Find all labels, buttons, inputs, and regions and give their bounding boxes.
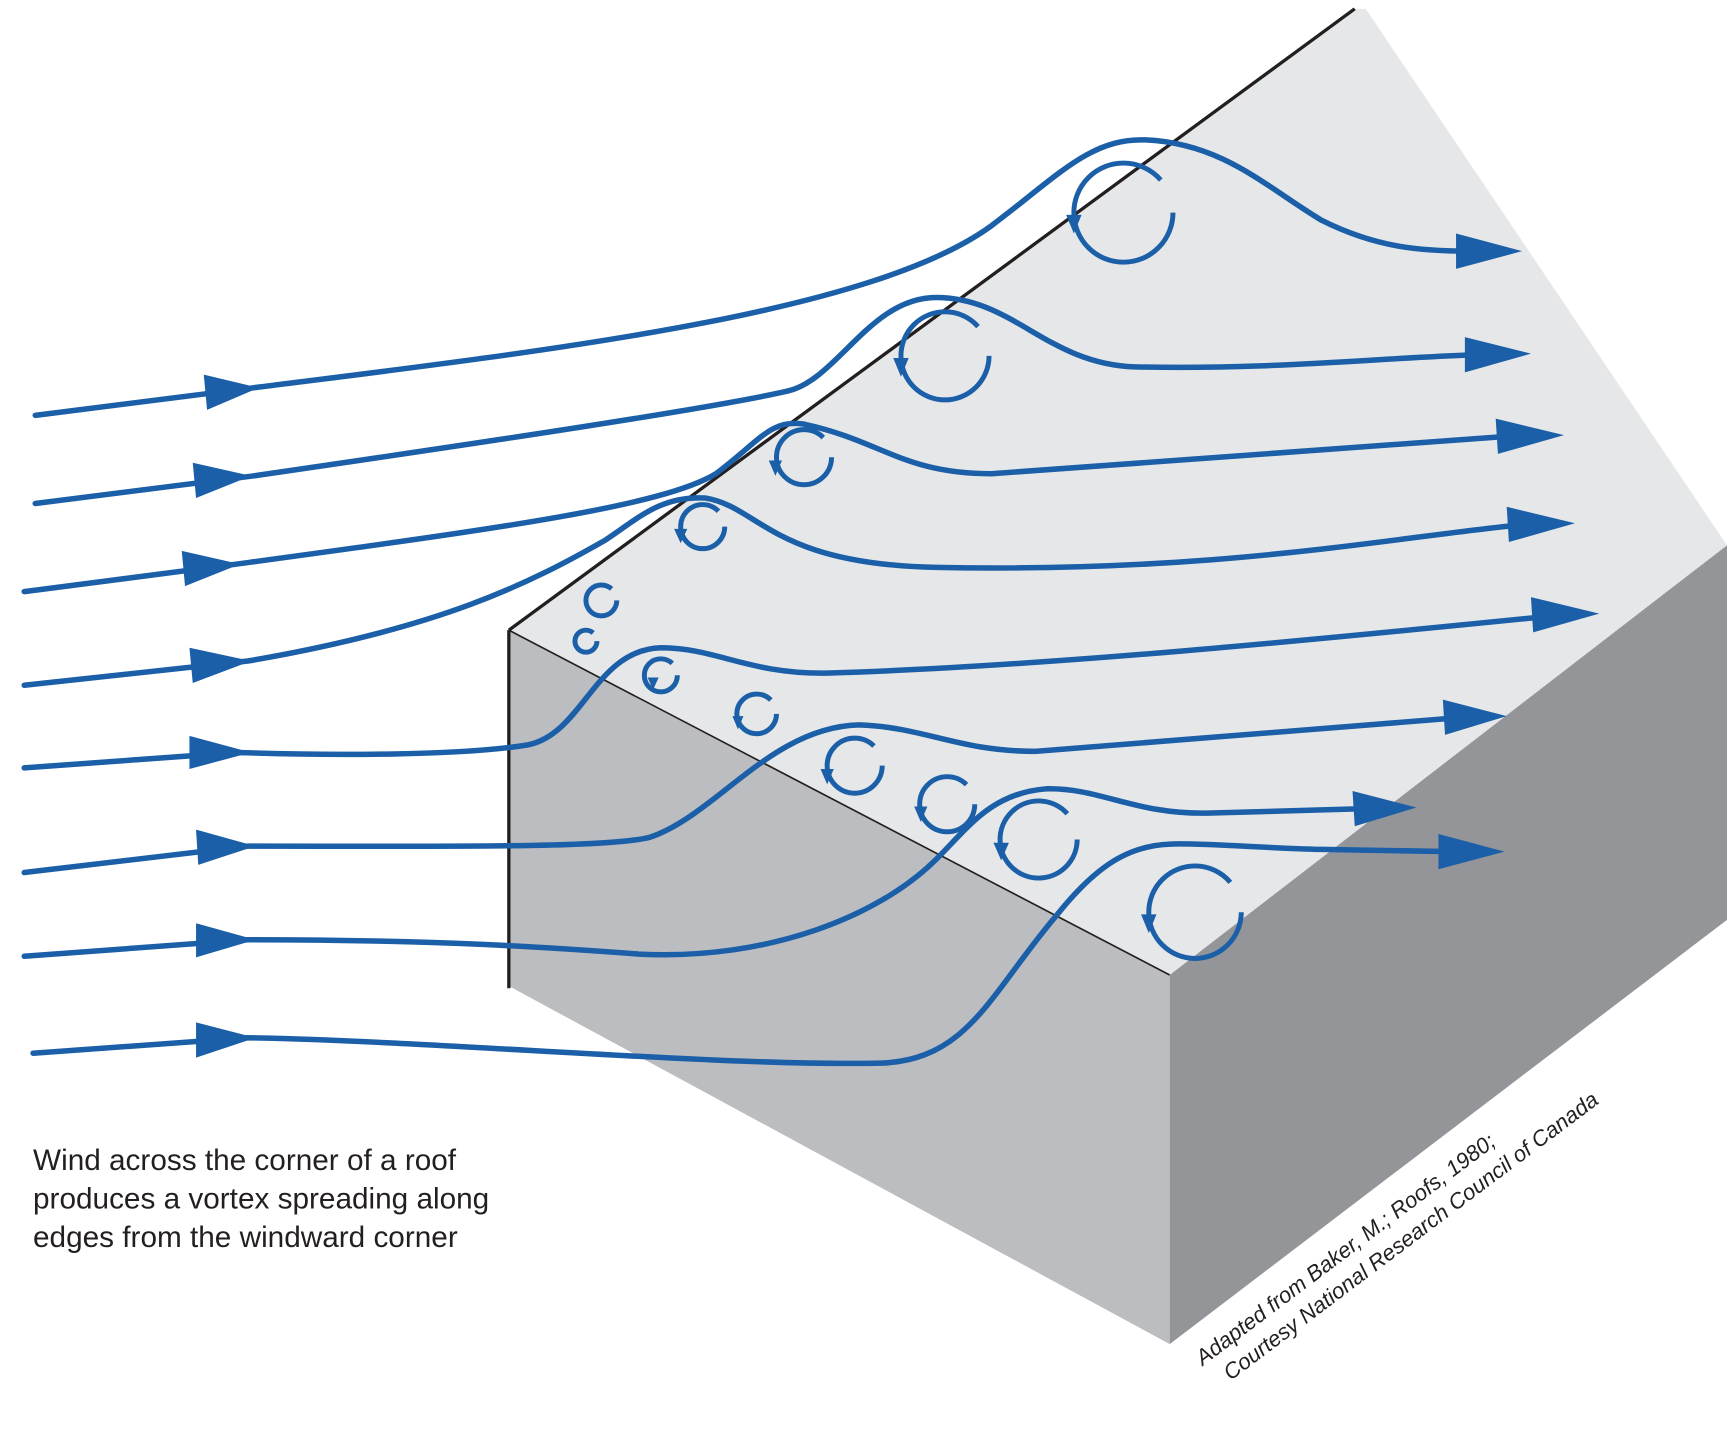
arrowhead-icon xyxy=(196,829,256,865)
arrowhead-icon xyxy=(181,550,241,587)
streamline-6 xyxy=(21,715,1455,876)
side-wall xyxy=(1169,545,1727,1345)
arrowhead-icon xyxy=(189,647,252,684)
streamline-8 xyxy=(30,841,1455,1067)
vortex-icon xyxy=(583,582,620,619)
streamline-5 xyxy=(21,614,1545,771)
vortex-icon xyxy=(1071,160,1176,265)
vortex-icon xyxy=(641,656,680,695)
vortex-icon xyxy=(898,309,992,403)
front-wall xyxy=(508,630,1170,1345)
caption-line: produces a vortex spreading along xyxy=(33,1183,489,1216)
streamline-3 xyxy=(21,420,1512,595)
caption-line: edges from the windward corner xyxy=(33,1221,458,1254)
arrowhead-icon xyxy=(1352,791,1417,827)
vortex-icon xyxy=(917,774,978,835)
vortex-arrowhead-icon xyxy=(768,460,782,476)
arrowhead-icon xyxy=(1438,833,1505,870)
arrowhead-icon xyxy=(1442,699,1507,735)
arrowhead-icon xyxy=(203,374,259,410)
arrowhead-icon xyxy=(1506,506,1576,543)
arrowhead-icon xyxy=(196,923,256,958)
arrowhead-icon xyxy=(1456,233,1523,269)
vortex-arrowhead-icon xyxy=(732,716,744,730)
vortex-arrowhead-icon xyxy=(993,842,1009,861)
vortex-icon xyxy=(1146,863,1244,961)
roof-front-edge xyxy=(508,629,1171,976)
streamline-1 xyxy=(32,137,1474,419)
arrowhead-icon xyxy=(1530,597,1600,633)
vortex-arrowhead-icon xyxy=(674,528,688,544)
vortex-icon xyxy=(734,691,779,737)
vortex-arrowhead-icon xyxy=(647,677,659,690)
streamline-7 xyxy=(21,786,1369,960)
vortex-icon xyxy=(997,798,1080,881)
arrowhead-icon xyxy=(1495,418,1564,454)
roof-ridge-edge xyxy=(507,7,1356,632)
vortex-icon xyxy=(678,502,728,552)
vortex-arrowhead-icon xyxy=(914,806,928,822)
vortex-arrowhead-icon xyxy=(1066,214,1082,234)
arrowhead-icon xyxy=(189,735,252,769)
vortex-group xyxy=(572,160,1244,961)
arrowhead-icon xyxy=(196,1022,256,1058)
caption: Wind across the corner of a roof produce… xyxy=(33,1144,489,1254)
vortex-icon xyxy=(824,735,885,796)
vortex-arrowhead-icon xyxy=(820,768,834,785)
vortex-arrowhead-icon xyxy=(1141,914,1157,934)
vortex-icon xyxy=(774,427,835,488)
vortex-arrowhead-icon xyxy=(893,358,909,377)
vortex-icon xyxy=(572,627,600,655)
streamline-2 xyxy=(32,294,1479,507)
caption-line: Wind across the corner of a roof xyxy=(33,1144,457,1177)
arrowhead-icon xyxy=(192,462,252,498)
arrowhead-icon xyxy=(1464,337,1531,373)
streamline-4 xyxy=(21,495,1518,689)
